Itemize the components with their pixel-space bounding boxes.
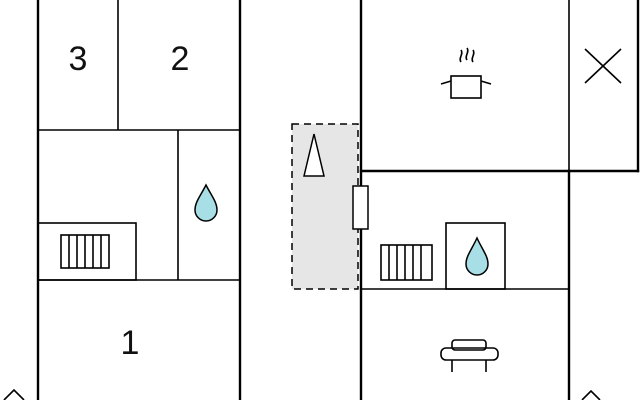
armchair-icon <box>440 339 499 372</box>
compass-arrow-icon <box>3 388 25 400</box>
left-wing-walls <box>36 0 242 400</box>
room-label-1: 1 <box>121 324 140 362</box>
terrace-area <box>291 123 359 290</box>
room-label-2: 2 <box>171 40 190 78</box>
cooking-pot-icon <box>440 47 492 99</box>
compass-arrow-icon <box>581 389 601 400</box>
fireplace-icon <box>303 133 325 177</box>
room-label-3: 3 <box>69 40 88 78</box>
cross-icon <box>584 48 622 84</box>
water-drop-icon <box>465 236 489 276</box>
door <box>352 185 369 230</box>
radiator-icon <box>60 234 110 269</box>
water-drop-icon <box>194 183 218 222</box>
radiator-icon <box>380 244 433 281</box>
